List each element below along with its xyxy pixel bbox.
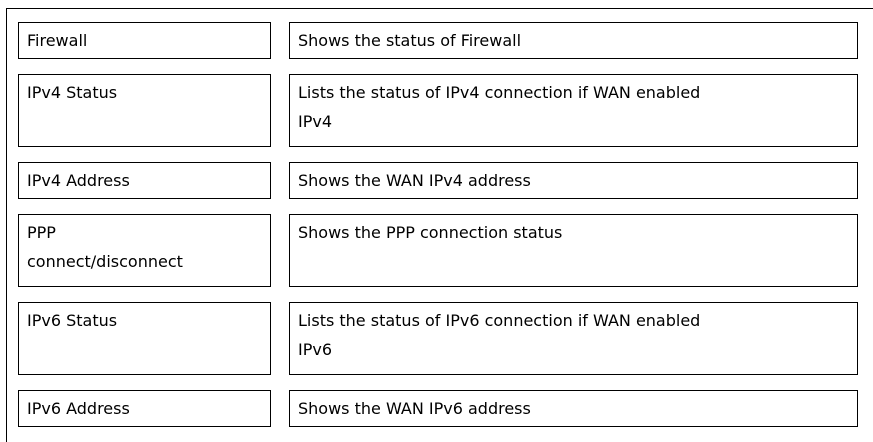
table-cell-term: IPv4 Address: [18, 162, 271, 199]
description-text: Lists the status of IPv6 connection if W…: [298, 311, 701, 330]
table-cell-term: PPP connect/disconnect: [18, 214, 271, 287]
term-text: IPv6 Status: [27, 311, 118, 330]
term-text: IPv4 Address: [27, 171, 130, 190]
page-frame: [6, 8, 873, 442]
description-text: Shows the WAN IPv6 address: [298, 399, 531, 418]
table-cell-description: Shows the status of Firewall: [289, 22, 858, 59]
table-cell-description: Shows the WAN IPv4 address: [289, 162, 858, 199]
term-text: IPv6 Address: [27, 399, 130, 418]
table-cell-term: IPv6 Status: [18, 302, 271, 375]
description-text: IPv6: [298, 340, 333, 359]
description-text: Shows the WAN IPv4 address: [298, 171, 531, 190]
description-text: IPv4: [298, 112, 333, 131]
table-cell-description: Lists the status of IPv6 connection if W…: [289, 302, 858, 375]
table-cell-term: IPv6 Address: [18, 390, 271, 427]
description-text: Shows the PPP connection status: [298, 223, 563, 242]
table-cell-term: Firewall: [18, 22, 271, 59]
table-cell-term: IPv4 Status: [18, 74, 271, 147]
table-cell-description: Shows the PPP connection status: [289, 214, 858, 287]
term-text: IPv4 Status: [27, 83, 118, 102]
description-text: Shows the status of Firewall: [298, 31, 522, 50]
description-text: Lists the status of IPv4 connection if W…: [298, 83, 701, 102]
term-text: Firewall: [27, 31, 88, 50]
table-cell-description: Shows the WAN IPv6 address: [289, 390, 858, 427]
term-text: PPP: [27, 223, 56, 242]
term-text: connect/disconnect: [27, 252, 183, 271]
table-cell-description: Lists the status of IPv4 connection if W…: [289, 74, 858, 147]
